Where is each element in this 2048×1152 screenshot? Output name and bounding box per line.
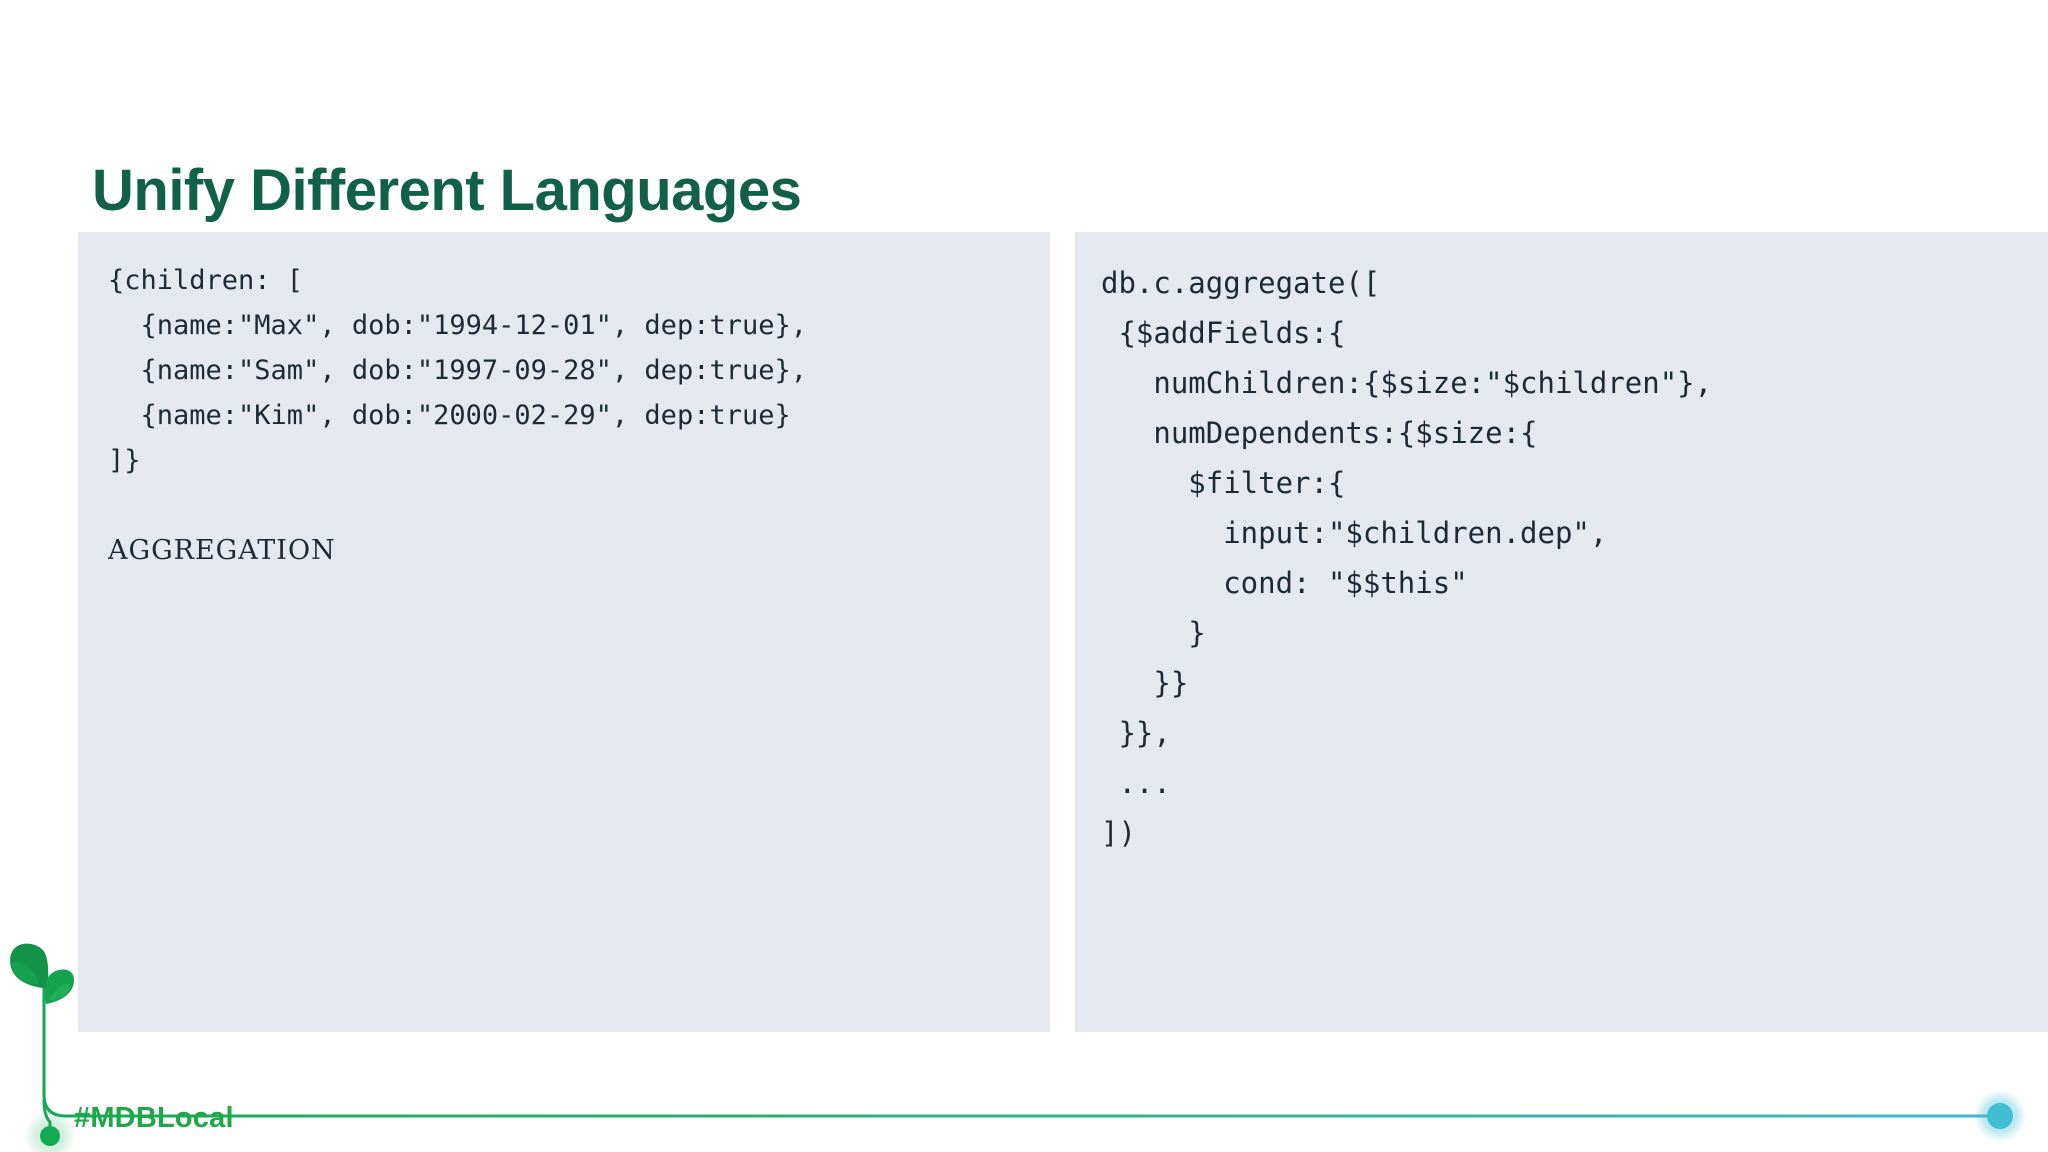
vine-endpoint-dot [1987, 1103, 2013, 1129]
code-line: {name:"Max", dob:"1994-12-01", dep:true}… [108, 310, 807, 341]
document-sample-panel: {children: [ {name:"Max", dob:"1994-12-0… [78, 232, 1050, 1032]
code-line: ]} [108, 445, 141, 476]
aggregation-label: AGGREGATION [108, 535, 336, 566]
slide-footer: #MDBLocal [0, 940, 2048, 1152]
code-line: }} [1101, 666, 1189, 700]
code-line: ... [1101, 766, 1171, 800]
vine-graphic [10, 943, 2026, 1152]
code-spacer [108, 483, 1020, 528]
code-line: input:"$children.dep", [1101, 516, 1608, 550]
page-title: Unify Different Languages [92, 157, 802, 223]
code-line: numChildren:{$size:"$children"}, [1101, 366, 1713, 400]
code-line: {name:"Kim", dob:"2000-02-29", dep:true} [108, 400, 791, 431]
event-hashtag: #MDBLocal [74, 1102, 234, 1134]
code-line: {$addFields:{ [1101, 316, 1346, 350]
code-line: numDependents:{$size:{ [1101, 416, 1538, 450]
code-line: $filter:{ [1101, 466, 1346, 500]
document-code-block: {children: [ {name:"Max", dob:"1994-12-0… [108, 258, 1020, 573]
code-line: db.c.aggregate([ [1101, 266, 1381, 300]
vine-node-left [40, 1126, 60, 1146]
vine-path [42, 982, 2000, 1118]
code-line: cond: "$$this" [1101, 566, 1468, 600]
code-line: ]) [1101, 816, 1136, 850]
code-line: } [1101, 616, 1206, 650]
code-line: {name:"Sam", dob:"1997-09-28", dep:true}… [108, 355, 807, 386]
sprout-leaf-icon [10, 943, 74, 1004]
code-line: {children: [ [108, 265, 304, 296]
code-line: }}, [1101, 716, 1171, 750]
aggregation-pipeline-panel: db.c.aggregate([ {$addFields:{ numChildr… [1075, 232, 2048, 1032]
pipeline-code-block: db.c.aggregate([ {$addFields:{ numChildr… [1101, 258, 2022, 858]
